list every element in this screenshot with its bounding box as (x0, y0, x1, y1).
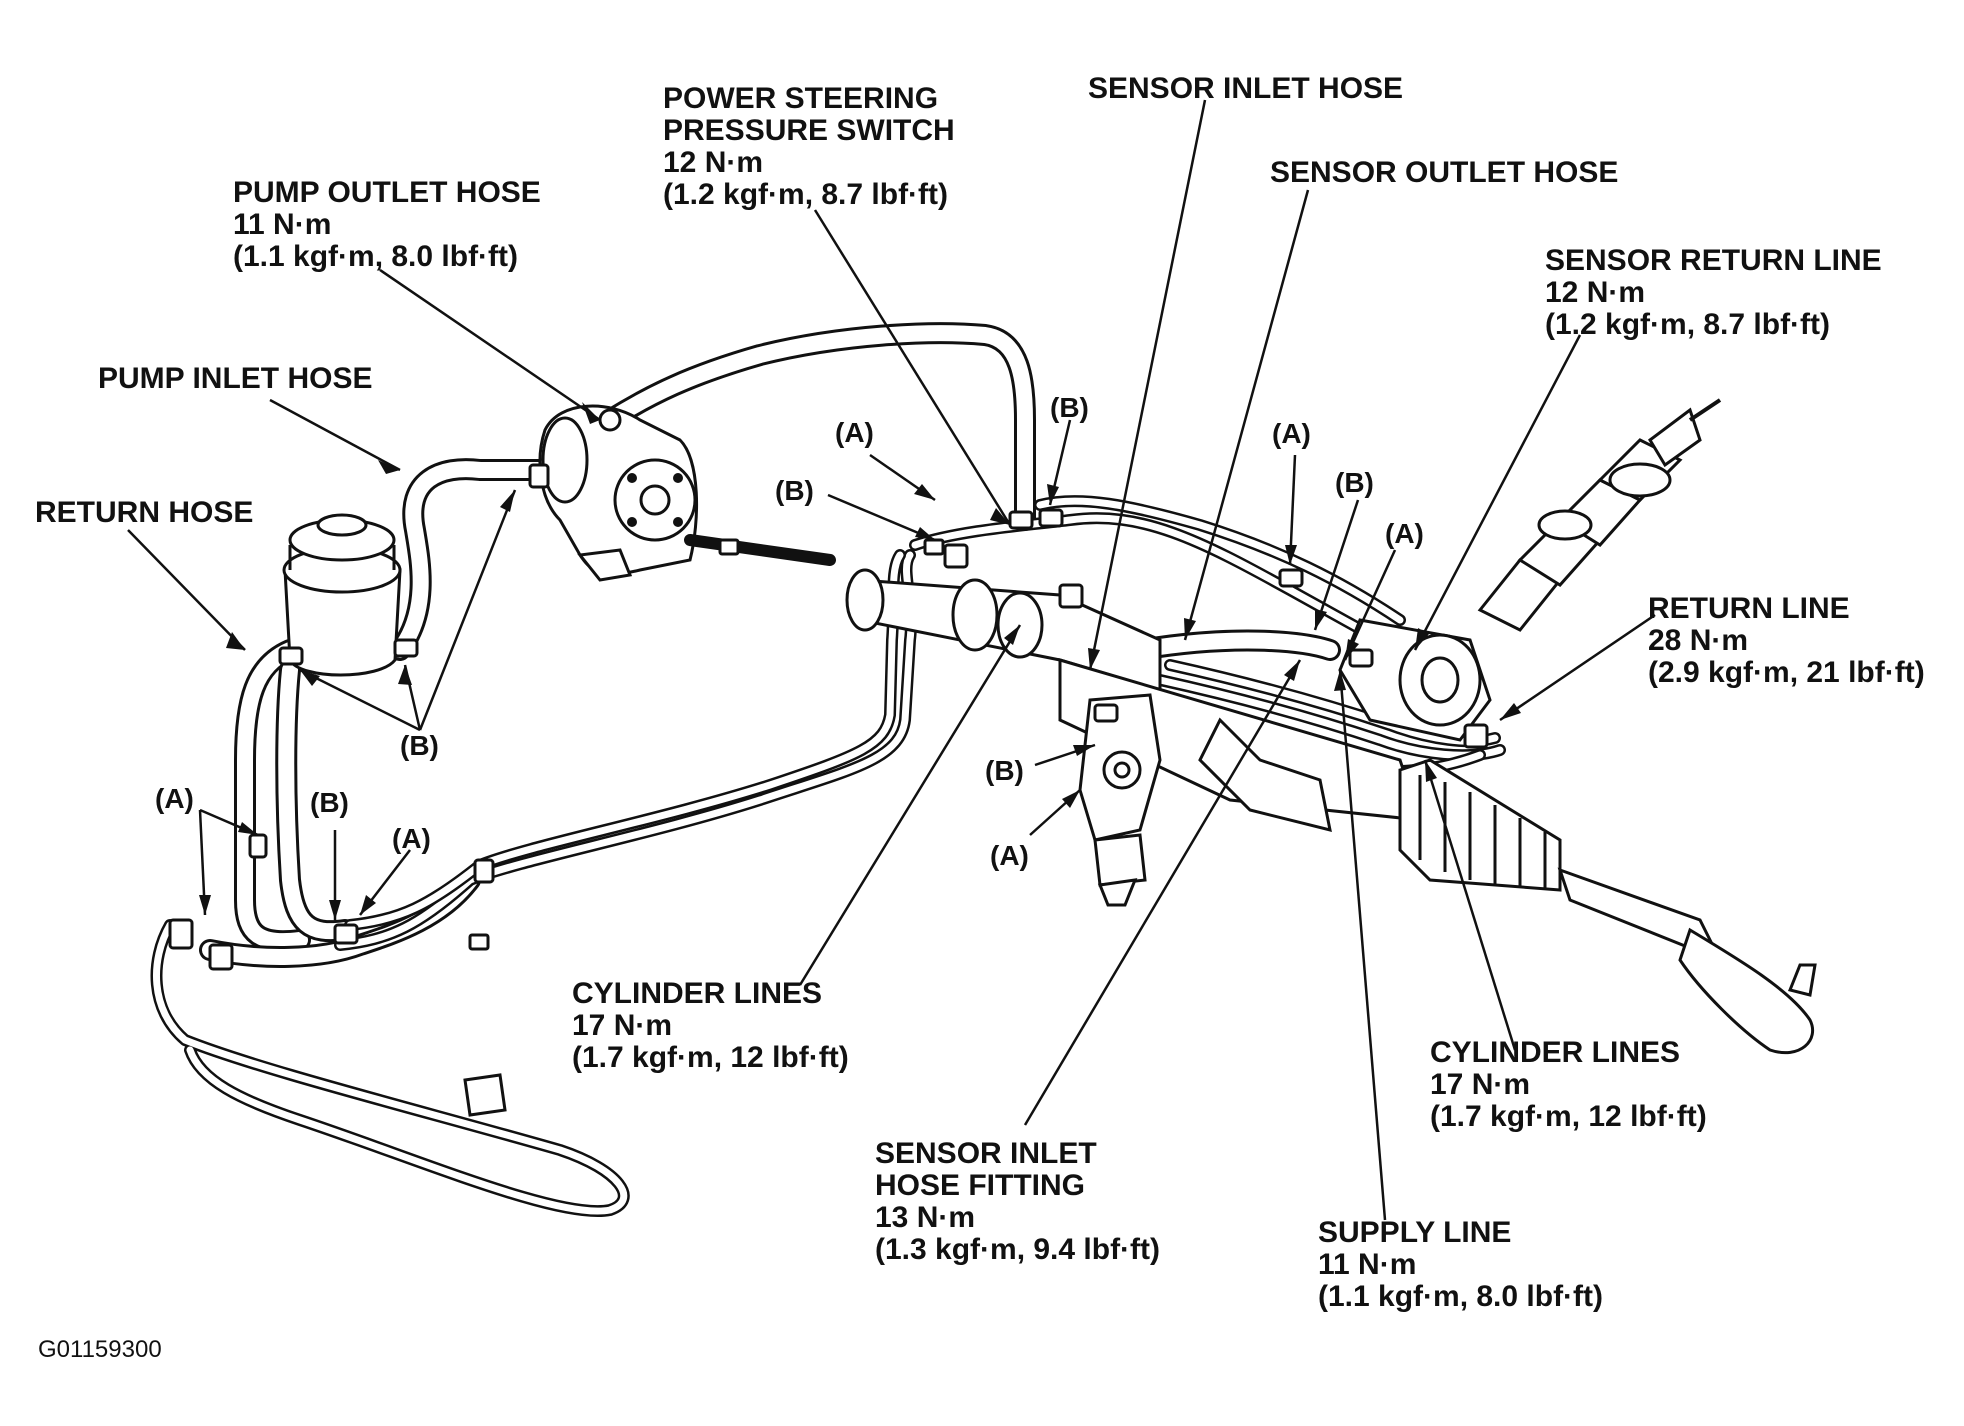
tie-rod-end (1557, 867, 1817, 1055)
pump-inlet-hose-label: PUMP INLET HOSE (98, 362, 372, 395)
callout-b: (B) (775, 475, 814, 506)
sensor-inlet-hose-fitting-torque: 13 N·m (875, 1201, 975, 1234)
callout-a: (A) (835, 417, 874, 448)
callout-b: (B) (1050, 392, 1089, 423)
cylinder-lines-right-spec: (1.7 kgf·m, 12 lbf·ft) (1430, 1100, 1707, 1133)
sensor-inlet-hose-label: SENSOR INLET HOSE (1088, 72, 1403, 105)
reservoir (282, 513, 402, 677)
pipe-clip (463, 1073, 507, 1117)
cylinder-lines-right-label: CYLINDER LINES (1430, 1036, 1680, 1069)
callout-b: (B) (985, 755, 1024, 786)
clamps (168, 463, 1489, 971)
return-line-label: RETURN LINE (1648, 592, 1850, 625)
text-labels: PUMP OUTLET HOSE 11 N·m (1.1 kgf·m, 8.0 … (35, 72, 1925, 1363)
power-steering-pressure-switch-spec: (1.2 kgf·m, 8.7 lbf·ft) (663, 178, 948, 211)
sensor-inlet-hose-fitting-spec: (1.3 kgf·m, 9.4 lbf·ft) (875, 1233, 1160, 1266)
supply-line-label: SUPPLY LINE (1318, 1216, 1511, 1249)
figure-code: G01159300 (38, 1336, 162, 1363)
tie-rod-upper (684, 534, 836, 566)
sensor-inlet-hose-fitting-label-2: HOSE FITTING (875, 1169, 1085, 1202)
pump-outlet-hose-label: PUMP OUTLET HOSE (233, 176, 541, 209)
supply-line-torque: 11 N·m (1318, 1248, 1416, 1281)
pump-outlet-hose-spec: (1.1 kgf·m, 8.0 lbf·ft) (233, 240, 518, 273)
return-hose-label: RETURN HOSE (35, 496, 253, 529)
power-steering-pressure-switch-torque: 12 N·m (663, 146, 763, 179)
sensor-outlet-hose-label: SENSOR OUTLET HOSE (1270, 156, 1618, 189)
callout-a: (A) (155, 783, 194, 814)
sensor-return-line-spec: (1.2 kgf·m, 8.7 lbf·ft) (1545, 308, 1830, 341)
cylinder-lines-left-torque: 17 N·m (572, 1009, 672, 1042)
pump-outlet-hose-torque: 11 N·m (233, 208, 331, 241)
callout-b: (B) (400, 730, 439, 761)
callout-a: (A) (990, 840, 1029, 871)
return-line-spec: (2.9 kgf·m, 21 lbf·ft) (1648, 656, 1925, 689)
supply-line-spec: (1.1 kgf·m, 8.0 lbf·ft) (1318, 1280, 1603, 1313)
sensor-unit (1078, 693, 1162, 907)
callout-b: (B) (310, 787, 349, 818)
return-line-torque: 28 N·m (1648, 624, 1748, 657)
sensor-inlet-hose-fitting-label-1: SENSOR INLET (875, 1137, 1097, 1170)
parts (168, 398, 1817, 1117)
power-steering-pump (538, 404, 699, 582)
callout-b: (B) (1335, 467, 1374, 498)
sensor-return-line-label: SENSOR RETURN LINE (1545, 244, 1882, 277)
pointer-lines (127, 99, 1656, 1221)
power-steering-pressure-switch-label-2: PRESSURE SWITCH (663, 114, 955, 147)
cylinder-lines-right-torque: 17 N·m (1430, 1068, 1530, 1101)
callout-a: (A) (1385, 518, 1424, 549)
sensor-return-line-torque: 12 N·m (1545, 276, 1645, 309)
steering-column-joint (1477, 398, 1722, 632)
callout-a: (A) (392, 823, 431, 854)
callout-a: (A) (1272, 418, 1311, 449)
steering-rack-boot (1398, 758, 1562, 892)
cylinder-lines-left-label: CYLINDER LINES (572, 977, 822, 1010)
cylinder-lines-left-spec: (1.7 kgf·m, 12 lbf·ft) (572, 1041, 849, 1074)
power-steering-pressure-switch-label-1: POWER STEERING (663, 82, 938, 115)
